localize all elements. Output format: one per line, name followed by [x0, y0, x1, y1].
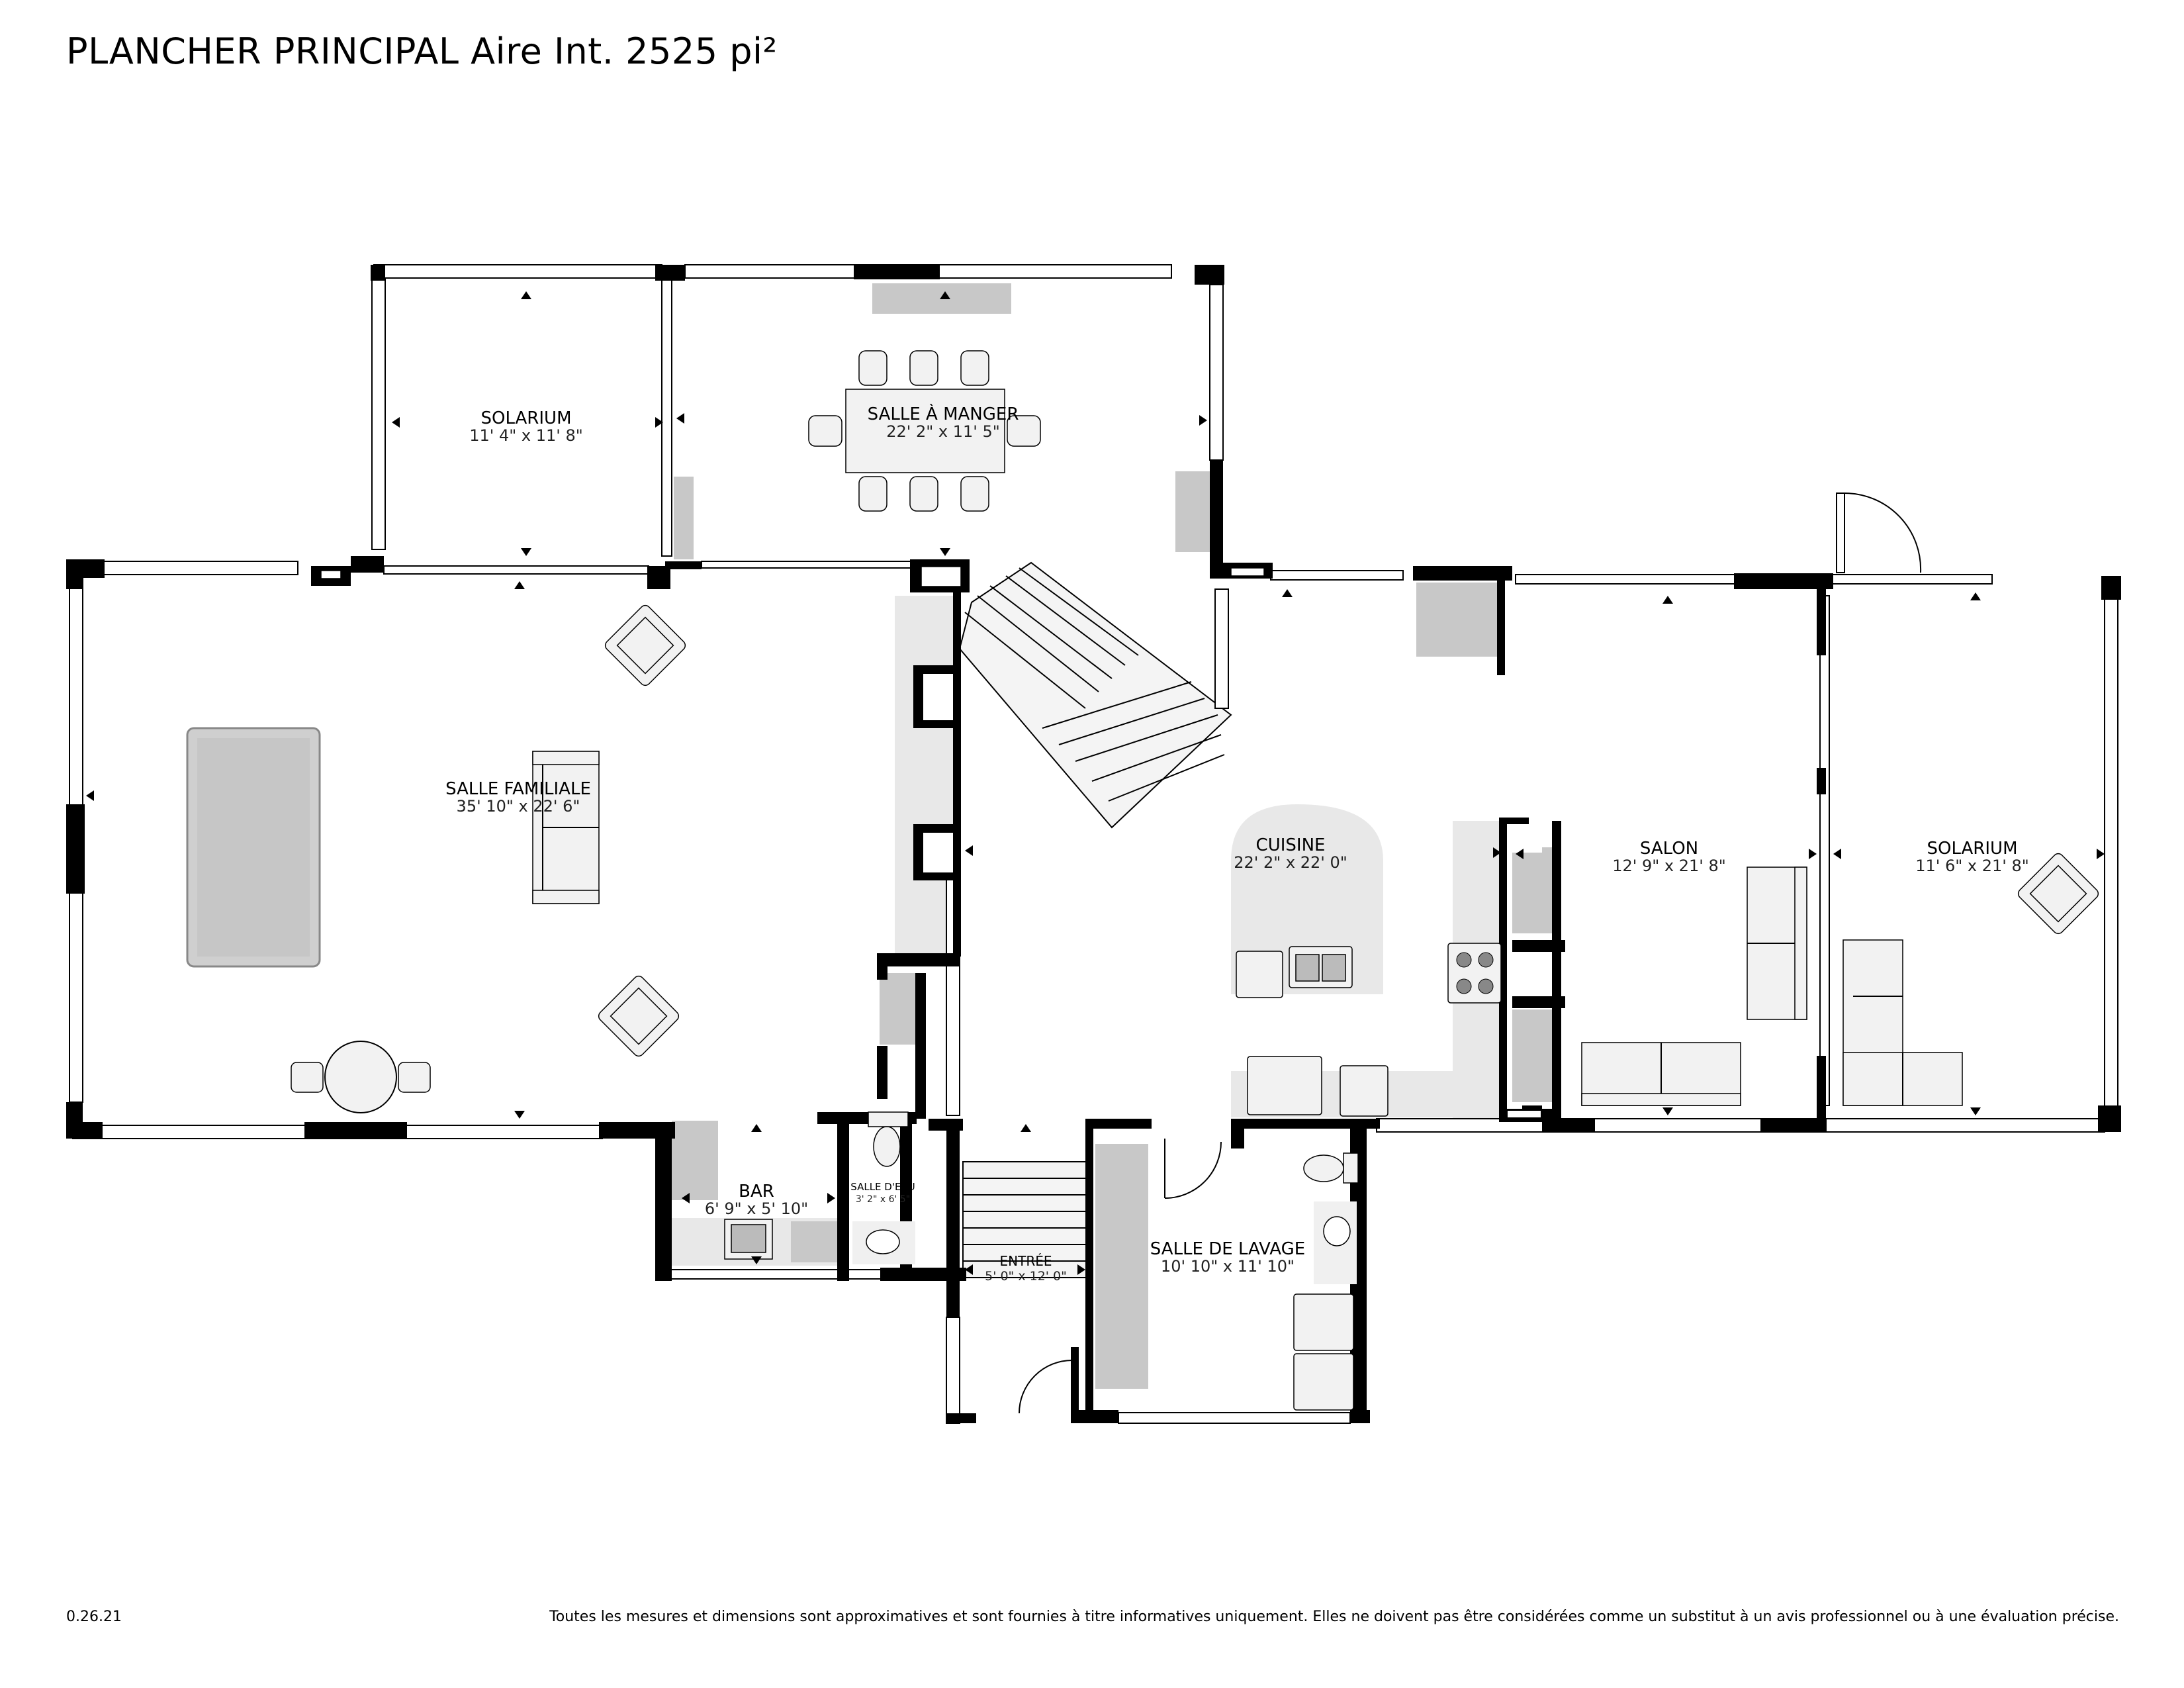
salon-sofa-bottom — [1581, 1042, 1741, 1106]
family-sofa — [532, 751, 600, 904]
room-label-entree: ENTRÉE 5' 0" x 12' 0" — [985, 1253, 1067, 1284]
room-name: CUISINE — [1256, 835, 1326, 855]
armchair-bottom — [598, 975, 680, 1057]
salon-sofa-right — [1747, 867, 1807, 1020]
room-label-salle-familiale: SALLE FAMILIALE 35' 10" x 22' 6" — [445, 779, 591, 816]
room-dims: 10' 10" x 11' 10" — [1161, 1257, 1295, 1276]
disclaimer-text: Toutes les mesures et dimensions sont ap… — [549, 1609, 2119, 1625]
powder-room-fixtures — [852, 1111, 915, 1264]
windows — [69, 264, 2118, 1424]
bistro-table — [291, 1041, 431, 1113]
room-label-cuisine: CUISINE 22' 2" x 22' 0" — [1234, 835, 1347, 872]
room-name: ENTRÉE — [1000, 1253, 1052, 1269]
bar-sink — [724, 1219, 773, 1260]
version-label: 0.26.21 — [66, 1609, 122, 1625]
room-name: SALLE À MANGER — [868, 403, 1019, 424]
dining-set — [808, 350, 1041, 512]
solarium-sectional — [1843, 939, 1963, 1106]
room-name: SALON — [1640, 839, 1698, 859]
room-name: SALLE FAMILIALE — [445, 779, 591, 799]
room-name: BAR — [739, 1182, 774, 1201]
room-label-bar: BAR 6' 9" x 5' 10" — [705, 1182, 808, 1218]
room-name: SOLARIUM — [1927, 839, 2017, 859]
laundry-fixtures — [1293, 1152, 1359, 1411]
room-label-salle-deau: SALLE D'EAU 3' 2" x 6' 5" — [850, 1181, 915, 1205]
room-dims: 11' 6" x 21' 8" — [1915, 857, 2029, 875]
room-dims: 35' 10" x 22' 6" — [457, 797, 580, 816]
room-dims: 5' 0" x 12' 0" — [985, 1269, 1067, 1284]
room-name: SOLARIUM — [480, 408, 571, 428]
room-dims: 3' 2" x 6' 5" — [856, 1194, 910, 1205]
room-name: SALLE D'EAU — [850, 1181, 915, 1193]
room-label-salon: SALON 12' 9" x 21' 8" — [1612, 839, 1726, 875]
armchair-top — [604, 604, 686, 686]
solarium-armchair — [2017, 853, 2099, 935]
room-dims: 12' 9" x 21' 8" — [1612, 857, 1726, 875]
page-title: PLANCHER PRINCIPAL Aire Int. 2525 pi² — [66, 30, 778, 72]
room-label-solarium-left: SOLARIUM 11' 4" x 11' 8" — [469, 408, 583, 445]
kitchen-fixtures — [1236, 943, 1502, 1117]
wall-openings — [320, 566, 1542, 1117]
entry-stairs — [962, 1161, 1089, 1278]
direction-arrows — [86, 291, 2105, 1275]
doors — [1019, 492, 1922, 1414]
grey-fixtures — [672, 283, 1560, 1389]
room-label-salle-de-lavage: SALLE DE LAVAGE 10' 10" x 11' 10" — [1150, 1239, 1305, 1276]
room-dims: 22' 2" x 11' 5" — [886, 422, 1000, 441]
pool-table — [186, 727, 321, 968]
room-label-salle-a-manger: SALLE À MANGER 22' 2" x 11' 5" — [868, 403, 1019, 441]
room-label-solarium-right: SOLARIUM 11' 6" x 21' 8" — [1915, 839, 2029, 875]
main-staircase — [958, 561, 1232, 829]
room-dims: 6' 9" x 5' 10" — [705, 1199, 808, 1218]
room-dims: 11' 4" x 11' 8" — [469, 426, 583, 445]
room-name: SALLE DE LAVAGE — [1150, 1239, 1305, 1259]
room-dims: 22' 2" x 22' 0" — [1234, 853, 1347, 872]
